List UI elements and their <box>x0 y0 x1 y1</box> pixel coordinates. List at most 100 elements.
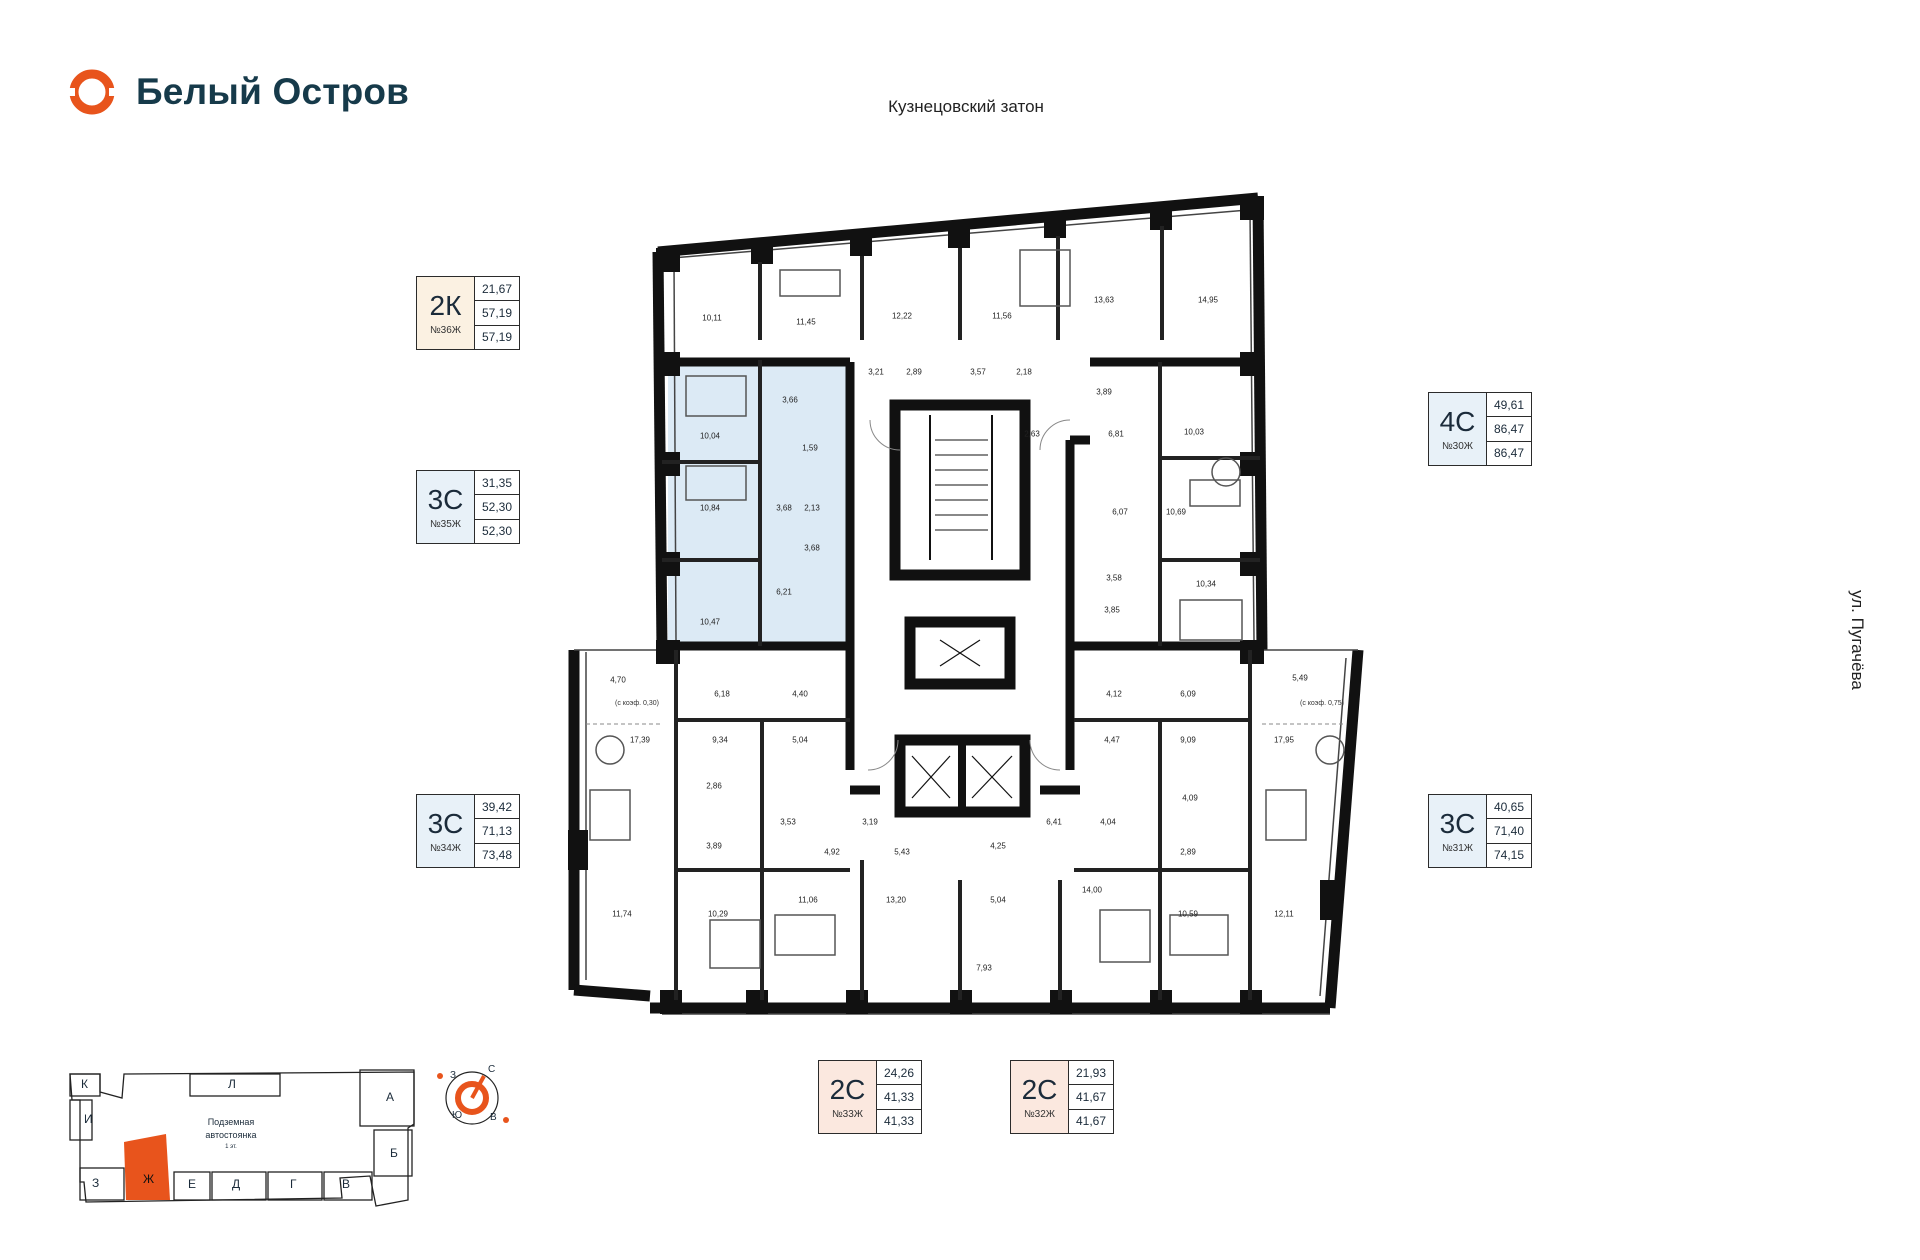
room-area-label: 10,34 <box>1195 579 1217 589</box>
keyplan-section-v[interactable]: В <box>342 1177 351 1191</box>
keyplan-section-d[interactable]: Д <box>232 1177 241 1191</box>
room-area-label: 3,89 <box>1096 387 1112 397</box>
compass-west: З <box>450 1070 457 1081</box>
compass-north: С <box>488 1064 496 1075</box>
room-area-label: 3,89 <box>706 841 722 851</box>
keyplan-parking-label: Подземная автостоянка <box>205 1117 257 1140</box>
room-area-label: 14,95 <box>1197 295 1219 305</box>
room-area-label: 10,69 <box>1165 507 1187 517</box>
keyplan-section-e[interactable]: Е <box>188 1177 197 1191</box>
brand-name: Белый Остров <box>136 71 410 112</box>
furniture <box>589 249 1345 969</box>
room-area-label: 4,04 <box>1100 817 1116 827</box>
room-area-label: 10,84 <box>699 503 721 513</box>
keyplan-section-zh[interactable]: Ж <box>143 1172 155 1186</box>
apartment-number: №31Ж <box>1441 842 1474 854</box>
room-area-label: 10,04 <box>699 431 721 441</box>
room-area-label: 3,57 <box>970 367 986 377</box>
living-area: 39,42 <box>475 795 519 820</box>
apartment-number: №34Ж <box>429 842 462 854</box>
room-area-label: 5,49 <box>1292 673 1308 683</box>
room-area-label: 3,53 <box>780 817 796 827</box>
room-area-label: 5,04 <box>990 895 1006 905</box>
apartment-code: 3С <box>427 807 464 839</box>
room-area-label: 3,66 <box>782 395 798 405</box>
room-area-label: 4,25 <box>990 841 1006 851</box>
room-area-label: 3,68 <box>776 503 792 513</box>
keyplan-section-k[interactable]: К <box>81 1077 88 1091</box>
compass-south: Ю <box>452 1110 463 1121</box>
north-caption: Кузнецовский затон <box>888 97 1044 116</box>
total-area-with-balcony: 73,48 <box>481 848 513 863</box>
room-area-label: 4,12 <box>1106 689 1122 699</box>
room-area-label: 14,00 <box>1081 885 1103 895</box>
apartment-code: 2С <box>829 1073 866 1105</box>
total-area: 71,40 <box>1487 819 1531 844</box>
room-area-label: 10,29 <box>707 909 729 919</box>
apartment-code: 3С <box>1439 807 1476 839</box>
ring-logo-icon <box>68 69 116 115</box>
apartment-code: 4С <box>1439 405 1476 437</box>
room-area-label: 7,93 <box>976 963 992 973</box>
room-area-label: 1,59 <box>802 443 818 453</box>
apartment-number: №32Ж <box>1023 1108 1056 1120</box>
room-area-label: 4,40 <box>792 689 808 699</box>
room-area-label: 11,06 <box>798 895 818 905</box>
keyplan-section-a[interactable]: А <box>386 1090 395 1104</box>
room-area-label: 6,81 <box>1108 429 1124 439</box>
room-area-label: 2,18 <box>1016 367 1032 377</box>
interior-walls <box>662 357 1262 795</box>
room-area-label: 3,21 <box>868 367 884 377</box>
total-area-with-balcony: 41,33 <box>883 1114 915 1129</box>
total-area: 71,13 <box>475 819 519 844</box>
room-area-label: 11,56 <box>992 311 1012 321</box>
apartment-code: 2С <box>1021 1073 1058 1105</box>
living-area: 31,35 <box>475 471 519 496</box>
keyplan-section-g[interactable]: Г <box>290 1177 297 1191</box>
room-area-label: 6,09 <box>1180 689 1196 699</box>
keyplan-section-i[interactable]: И <box>84 1112 93 1126</box>
room-area-label: 13,63 <box>1093 295 1115 305</box>
room-area-label: 9,34 <box>712 735 728 745</box>
total-area-with-balcony: 41,67 <box>1075 1114 1107 1129</box>
living-area: 21,93 <box>1069 1061 1113 1086</box>
room-area-label: 3,85 <box>1104 605 1120 615</box>
room-area-label: 11,74 <box>612 909 632 919</box>
room-area-label: 6,41 <box>1046 817 1062 827</box>
room-area-label: 12,22 <box>891 311 913 321</box>
room-area-label: 4,09 <box>1182 793 1198 803</box>
room-area-label: 4,47 <box>1104 735 1120 745</box>
apartment-number: №33Ж <box>831 1108 864 1120</box>
room-area-label: 6,07 <box>1112 507 1128 517</box>
door-swings <box>867 419 1071 771</box>
balcony-note-left: (с коэф. 0,30) <box>615 700 659 707</box>
keyplan-section-z[interactable]: З <box>92 1176 100 1190</box>
room-area-label: 5,04 <box>792 735 808 745</box>
room-area-label: 13,20 <box>885 895 907 905</box>
keyplan-section-b[interactable]: Б <box>390 1146 398 1160</box>
room-area-label: 2,13 <box>804 503 820 513</box>
room-area-label: 2,86 <box>706 781 722 791</box>
total-area: 52,30 <box>475 495 519 520</box>
room-area-label: 3,58 <box>1106 573 1122 583</box>
total-area-with-balcony: 52,30 <box>481 524 513 539</box>
apartment-number: №30Ж <box>1441 440 1474 452</box>
keyplan-section-l[interactable]: Л <box>228 1077 236 1091</box>
total-area: 41,67 <box>1069 1085 1113 1110</box>
compass-east: В <box>490 1112 497 1123</box>
total-area-with-balcony: 57,19 <box>481 330 513 345</box>
room-area-label: 11,45 <box>796 317 816 327</box>
room-area-label: 10,59 <box>1177 909 1199 919</box>
living-area: 49,61 <box>1487 393 1531 418</box>
room-area-label: 6,18 <box>714 689 730 699</box>
room-area-label: 6,21 <box>776 587 792 597</box>
